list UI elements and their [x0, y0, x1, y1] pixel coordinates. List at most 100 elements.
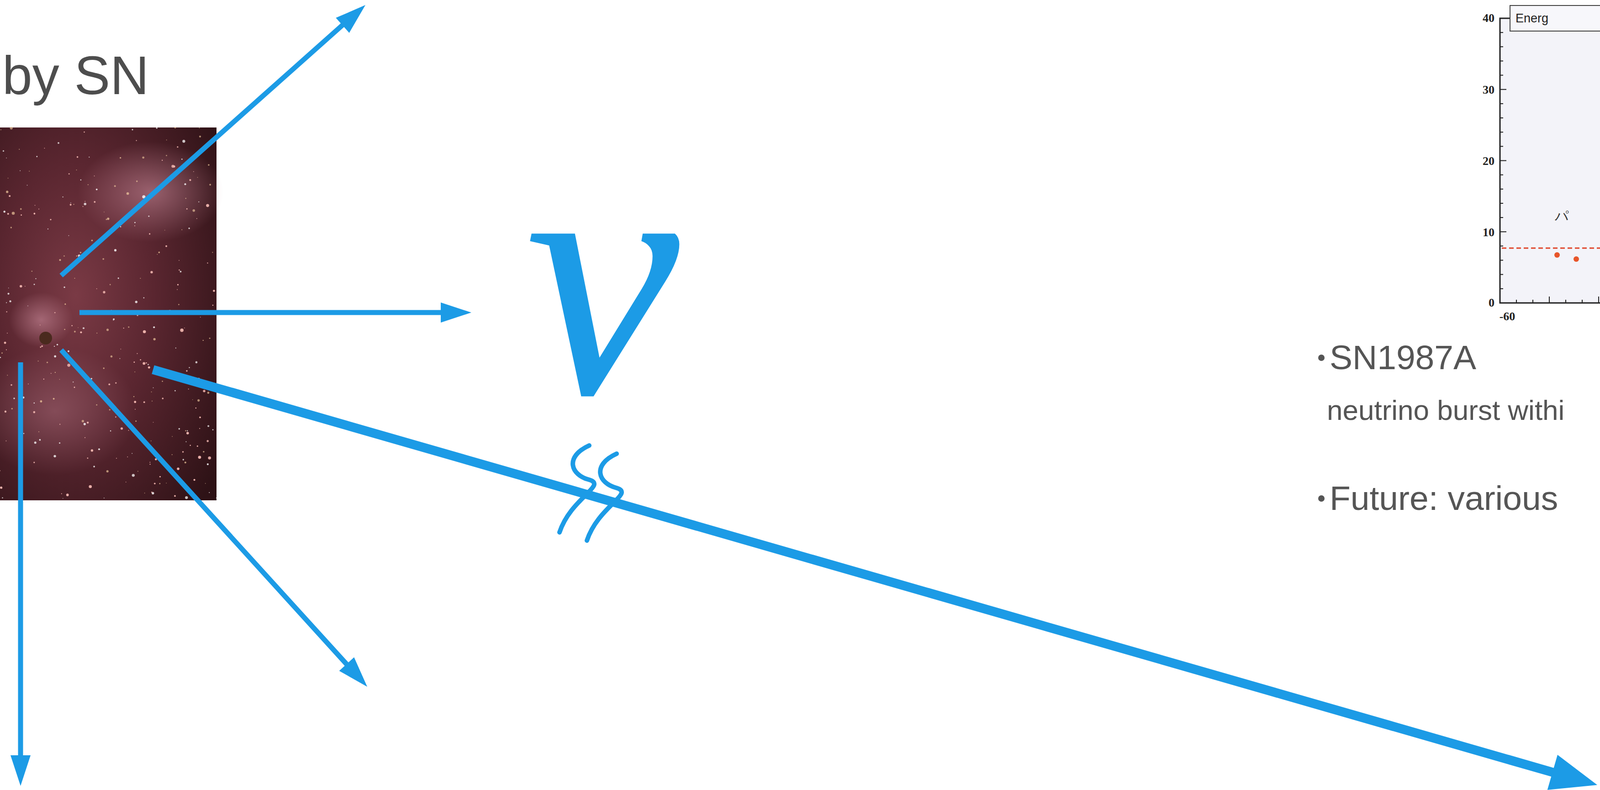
star: [53, 345, 55, 347]
star: [202, 339, 204, 341]
axis-tick: [1499, 202, 1504, 204]
star: [7, 292, 10, 295]
star: [126, 456, 128, 458]
star: [7, 212, 10, 215]
star: [209, 183, 212, 186]
star: [11, 211, 16, 215]
arrow-shaft: [61, 349, 348, 666]
star: [39, 438, 42, 441]
star: [181, 229, 183, 231]
break-mark: [559, 445, 595, 533]
axis-tick: [1499, 288, 1504, 290]
star: [136, 139, 138, 141]
star: [0, 356, 1, 359]
energy-chart: [1499, 5, 1600, 303]
star: [131, 452, 133, 454]
star: [52, 397, 55, 400]
nebula-glow: [9, 292, 74, 348]
star: [5, 349, 7, 351]
star: [54, 311, 56, 314]
star: [5, 301, 7, 303]
star: [171, 454, 173, 455]
star: [182, 458, 185, 460]
star: [153, 326, 155, 328]
star: [8, 195, 11, 197]
star: [184, 183, 186, 185]
star: [71, 325, 73, 327]
star: [143, 401, 146, 403]
bullet-note: neutrino burst withi: [1326, 396, 1565, 425]
star: [125, 481, 127, 483]
star: [5, 190, 9, 193]
star: [0, 129, 2, 131]
nebula-glow: [77, 141, 224, 243]
star: [114, 248, 117, 252]
star: [199, 127, 201, 129]
star: [82, 205, 84, 207]
star: [59, 379, 61, 381]
star: [108, 383, 111, 386]
star: [153, 421, 154, 423]
star: [186, 431, 190, 435]
axis-tick: [1499, 231, 1507, 233]
star: [177, 283, 179, 286]
star: [164, 229, 166, 231]
star: [93, 200, 96, 203]
star: [80, 179, 82, 181]
event-dot: [1573, 256, 1579, 262]
star: [38, 431, 40, 433]
axis-tick: [1532, 299, 1534, 303]
star: [106, 328, 109, 331]
star: [165, 245, 168, 248]
star: [81, 419, 85, 423]
chart-legend-box: [1510, 5, 1600, 32]
star: [159, 482, 161, 485]
star: [56, 343, 59, 346]
axis-tick-label: 40: [1482, 12, 1495, 25]
star: [132, 128, 134, 131]
arrow-shaft: [153, 369, 1554, 773]
star: [68, 235, 70, 237]
star: [73, 386, 76, 388]
star: [176, 289, 178, 291]
star: [20, 214, 22, 216]
star: [106, 469, 109, 473]
star: [114, 184, 117, 187]
axis-tick: [1598, 296, 1600, 303]
supernova-mark: [39, 331, 53, 345]
star: [106, 217, 110, 220]
star: [76, 169, 78, 171]
star: [216, 497, 217, 499]
star: [176, 467, 180, 470]
star: [33, 461, 35, 464]
star: [148, 232, 151, 235]
break-mark: [586, 453, 622, 541]
star: [135, 300, 138, 303]
star: [39, 346, 42, 348]
star: [197, 399, 200, 402]
axis-tick: [1499, 274, 1504, 275]
star: [62, 196, 64, 198]
axis-tick-label: 10: [1482, 226, 1495, 239]
star: [174, 494, 176, 497]
star: [179, 270, 182, 273]
chart-annotation: パ: [1554, 209, 1569, 223]
star: [74, 277, 76, 279]
star: [149, 463, 151, 465]
star: [19, 285, 23, 288]
star: [185, 369, 188, 372]
axis-tick: [1499, 103, 1504, 105]
star: [202, 389, 206, 392]
star: [34, 204, 36, 206]
star: [112, 318, 115, 321]
star: [197, 176, 199, 178]
star: [84, 200, 86, 202]
star: [147, 363, 149, 365]
star: [165, 154, 168, 157]
star: [73, 203, 75, 205]
star: [209, 337, 211, 339]
star: [166, 139, 168, 141]
star: [159, 475, 161, 478]
